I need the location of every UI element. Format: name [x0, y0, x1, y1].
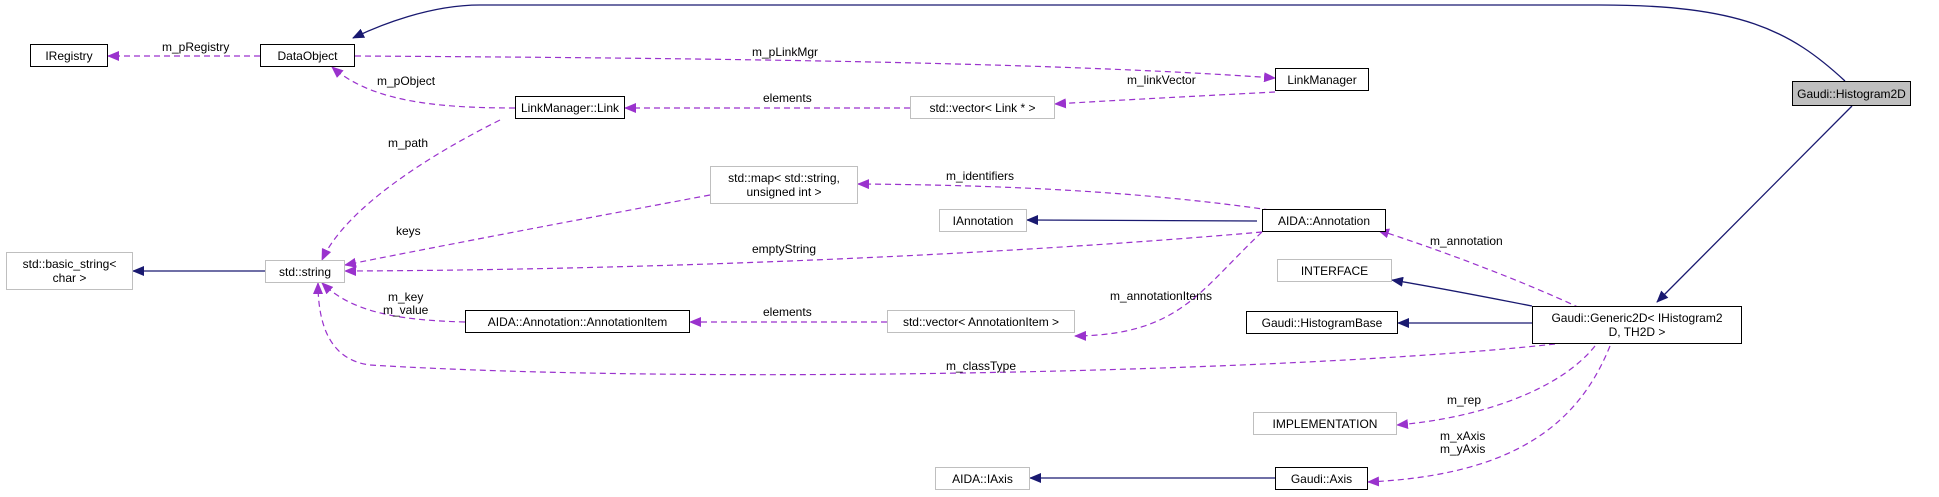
- node-vector-link[interactable]: std::vector< Link * >: [910, 96, 1055, 119]
- node-histogram-base[interactable]: Gaudi::HistogramBase: [1246, 311, 1398, 334]
- label-keys: keys: [396, 224, 421, 238]
- node-vector-annotation-item[interactable]: std::vector< AnnotationItem >: [887, 310, 1075, 333]
- edge-map-to-string: [344, 194, 711, 268]
- edge-annotation-to-vectoritem: [1074, 231, 1263, 341]
- edge-linkmanager-to-vectorlink: [1054, 91, 1276, 109]
- label-m-plinkmgr: m_pLinkMgr: [752, 45, 819, 59]
- node-implementation[interactable]: IMPLEMENTATION: [1253, 412, 1397, 435]
- label-m-key-m-value: m_key m_value: [383, 290, 429, 317]
- edge-annotationitem-to-string: [321, 282, 466, 323]
- label-m-path: m_path: [388, 136, 429, 150]
- node-std-string[interactable]: std::string: [265, 260, 345, 283]
- edge-histogram2d-to-generic2d: [1656, 105, 1853, 303]
- node-annotation-item[interactable]: AIDA::Annotation::AnnotationItem: [465, 310, 690, 333]
- node-iregistry[interactable]: IRegistry: [30, 44, 108, 67]
- node-histogram2d: Gaudi::Histogram2D: [1792, 81, 1911, 106]
- edge-link-to-string: [321, 119, 501, 261]
- node-map-string-uint[interactable]: std::map< std::string, unsigned int >: [710, 166, 858, 204]
- label-m-xaxis-m-yaxis: m_xAxis m_yAxis: [1440, 429, 1486, 456]
- edge-generic2d-to-annotation: [1377, 228, 1581, 309]
- node-interface[interactable]: INTERFACE: [1277, 259, 1392, 282]
- label-elements-item: elements: [763, 305, 812, 319]
- node-iannotation[interactable]: IAnnotation: [939, 209, 1027, 232]
- edge-annotation-to-iannotation: [1026, 215, 1258, 226]
- node-aida-iaxis[interactable]: AIDA::IAxis: [935, 467, 1030, 490]
- label-m-identifiers: m_identifiers: [946, 169, 1015, 183]
- node-gaudi-axis[interactable]: Gaudi::Axis: [1275, 467, 1368, 490]
- edge-generic2d-to-gaudiaxis: [1367, 345, 1611, 487]
- label-m-annotationitems: m_annotationItems: [1110, 289, 1213, 303]
- edge-generic2d-to-interface: [1391, 276, 1533, 307]
- node-aida-annotation[interactable]: AIDA::Annotation: [1262, 209, 1386, 232]
- node-dataobject[interactable]: DataObject: [260, 44, 355, 67]
- label-elements-link: elements: [763, 91, 812, 105]
- edge-annotation-to-map: [857, 179, 1271, 211]
- edge-annotation-to-string: [344, 231, 1263, 276]
- label-emptystring: emptyString: [752, 242, 817, 256]
- edge-dataobject-to-linkmanager: [354, 55, 1276, 83]
- edge-histogram2d-to-dataobject: [352, 4, 1846, 82]
- label-m-pregistry: m_pRegistry: [162, 40, 230, 54]
- label-m-pobject: m_pObject: [377, 74, 436, 88]
- node-basic-string[interactable]: std::basic_string< char >: [6, 252, 133, 290]
- edge-generic2d-to-implementation: [1396, 345, 1596, 430]
- edge-generic2d-to-string: [313, 282, 1556, 376]
- edge-link-to-dataobject: [331, 66, 516, 109]
- label-m-classtype: m_classType: [946, 359, 1017, 373]
- label-m-rep: m_rep: [1447, 393, 1482, 407]
- node-linkmanager[interactable]: LinkManager: [1275, 68, 1369, 91]
- label-m-linkvector: m_linkVector: [1127, 73, 1196, 87]
- node-generic2d[interactable]: Gaudi::Generic2D< IHistogram2 D, TH2D >: [1532, 306, 1742, 344]
- label-m-annotation: m_annotation: [1430, 234, 1503, 248]
- node-linkmanager-link[interactable]: LinkManager::Link: [515, 96, 625, 119]
